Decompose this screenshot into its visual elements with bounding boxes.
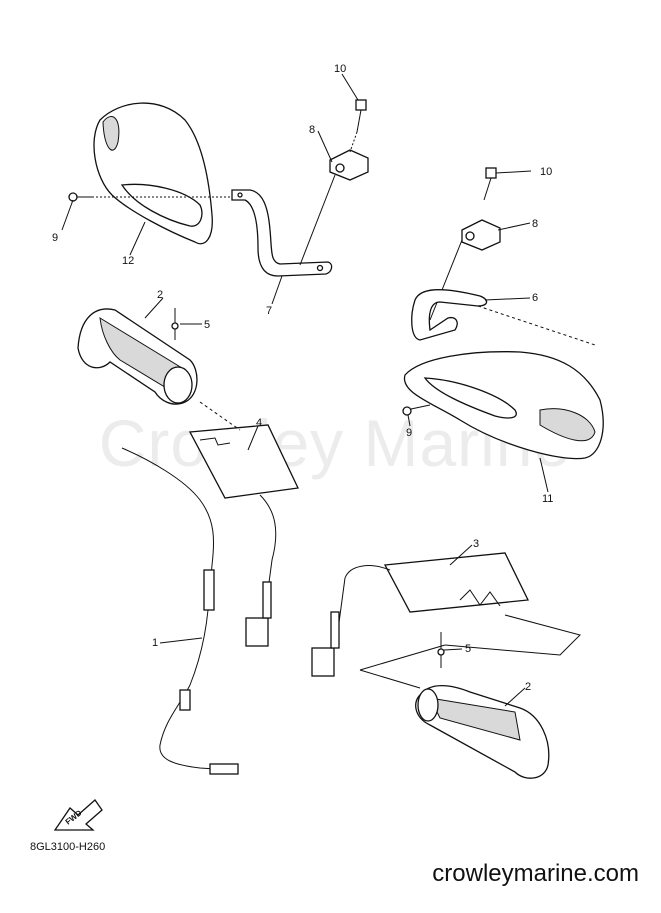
callout-11: 11 bbox=[542, 493, 553, 505]
callout-6: 6 bbox=[532, 292, 538, 304]
bracket-right[interactable] bbox=[411, 288, 596, 346]
switch-plate-right[interactable] bbox=[311, 552, 529, 677]
screw-5-left[interactable] bbox=[171, 308, 179, 340]
callout-3: 3 bbox=[473, 538, 479, 550]
callout-2-right: 2 bbox=[525, 681, 531, 693]
website-link[interactable]: crowleymarine.com bbox=[432, 860, 639, 887]
callout-8-left: 8 bbox=[309, 124, 315, 136]
callout-8-right: 8 bbox=[532, 218, 538, 230]
bolt-10-right[interactable] bbox=[483, 167, 497, 201]
callout-12: 12 bbox=[122, 255, 134, 267]
callout-9-left: 9 bbox=[52, 232, 58, 244]
screw-5-right[interactable] bbox=[437, 632, 445, 668]
grip-right[interactable] bbox=[415, 684, 550, 779]
callout-2-left: 2 bbox=[157, 289, 163, 301]
bolt-9-left[interactable] bbox=[68, 192, 240, 202]
fwd-arrow-icon: FWD bbox=[53, 799, 103, 831]
callout-9-right: 9 bbox=[406, 427, 412, 439]
bolt-9-right[interactable] bbox=[402, 404, 431, 416]
diagram-code: 8GL3100-H260 bbox=[30, 841, 106, 853]
callout-4: 4 bbox=[256, 417, 262, 429]
bolt-10-left[interactable] bbox=[349, 99, 367, 153]
callout-10-right: 10 bbox=[540, 166, 552, 178]
callout-10-left: 10 bbox=[334, 63, 346, 75]
hand-guard-left[interactable] bbox=[93, 102, 213, 245]
wire-lead-left[interactable] bbox=[245, 494, 277, 647]
callout-1: 1 bbox=[152, 637, 158, 649]
callout-5-left: 5 bbox=[204, 319, 210, 331]
switch-plate-left[interactable] bbox=[188, 401, 299, 499]
callout-7: 7 bbox=[266, 305, 272, 317]
clamp-8-left[interactable] bbox=[299, 149, 369, 266]
bracket-left[interactable] bbox=[231, 189, 333, 277]
leader-lines bbox=[61, 73, 549, 707]
grip-left[interactable] bbox=[77, 308, 198, 405]
throttle-cable[interactable] bbox=[121, 447, 239, 775]
hand-guard-right[interactable] bbox=[403, 351, 604, 460]
plane-lines-right[interactable] bbox=[359, 614, 581, 689]
clamp-8-right[interactable] bbox=[429, 219, 501, 321]
callout-5-right: 5 bbox=[465, 643, 471, 655]
